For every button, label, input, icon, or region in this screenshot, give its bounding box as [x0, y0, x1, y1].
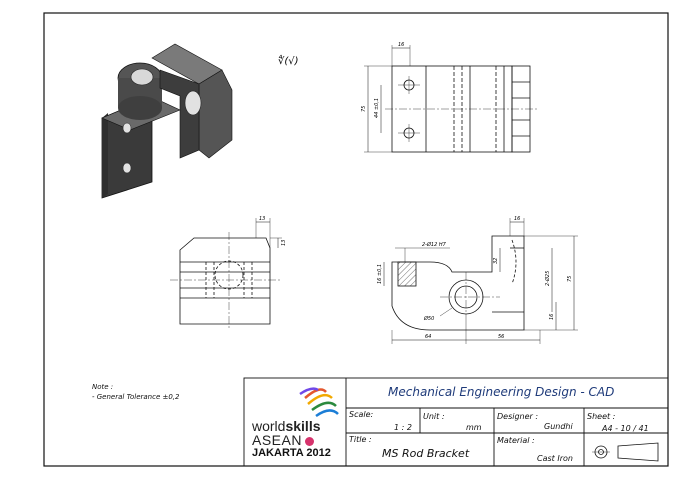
- dim-side-w: 13: [259, 216, 265, 222]
- sheet-label: Sheet :: [587, 412, 616, 421]
- title-block: [243, 377, 669, 467]
- worldskills-logo-mark: [299, 387, 339, 418]
- dim-front-t16: 16: [514, 216, 520, 222]
- title-label: Title :: [349, 435, 372, 444]
- scale-label: Scale:: [349, 410, 374, 419]
- dim-front-16b: 16: [549, 314, 555, 320]
- dim-front-holes: 2-Ø12 H7: [422, 241, 447, 248]
- material-value: Cast Iron: [537, 454, 573, 463]
- logo-dot-icon: [304, 436, 314, 446]
- projection-symbol: [592, 442, 659, 462]
- dim-front-64: 64: [425, 334, 431, 340]
- dim-front-32: 32: [493, 258, 499, 264]
- material-label: Material :: [497, 436, 535, 445]
- logo-skills: skills: [285, 418, 321, 434]
- unit-value: mm: [466, 423, 482, 432]
- top-view: [364, 45, 538, 153]
- dim-front-75: 75: [567, 276, 573, 282]
- designer-label: Designer :: [497, 412, 539, 421]
- dim-top-height: 75: [361, 106, 367, 112]
- logo-line3: JAKARTA 2012: [252, 447, 331, 459]
- general-notes: Note : - General Tolerance ±0,2: [92, 382, 180, 402]
- unit-label: Unit :: [423, 412, 445, 421]
- surface-finish-symbol: ∜(√): [278, 54, 299, 67]
- dim-front-2d25: 2-Ø25: [544, 271, 551, 286]
- front-view: [383, 218, 578, 344]
- logo-line2: ASEAN: [252, 432, 314, 448]
- scale-value: 1 : 2: [394, 423, 412, 432]
- notes-tolerance: - General Tolerance ±0,2: [92, 393, 180, 401]
- dim-top-width: 16: [398, 42, 404, 48]
- logo-world: world: [252, 418, 286, 434]
- notes-heading: Note :: [92, 383, 114, 391]
- dim-front-d50: Ø50: [423, 315, 434, 322]
- title-value: MS Rod Bracket: [382, 447, 470, 460]
- dim-front-16left: 16 ±0,1: [377, 264, 383, 284]
- side-view: [170, 218, 282, 330]
- dim-side-h: 13: [281, 240, 287, 246]
- dim-top-hole-spacing: 44 ±0,1: [374, 98, 380, 118]
- main-title: Mechanical Engineering Design - CAD: [388, 385, 615, 399]
- isometric-view: [101, 43, 233, 199]
- sheet-value: A4 - 10 / 41: [602, 424, 649, 433]
- logo-line1: worldskills: [252, 418, 321, 434]
- logo-asean: ASEAN: [252, 432, 302, 448]
- designer-value: Gundhi: [544, 422, 573, 431]
- dim-front-56: 56: [498, 334, 504, 340]
